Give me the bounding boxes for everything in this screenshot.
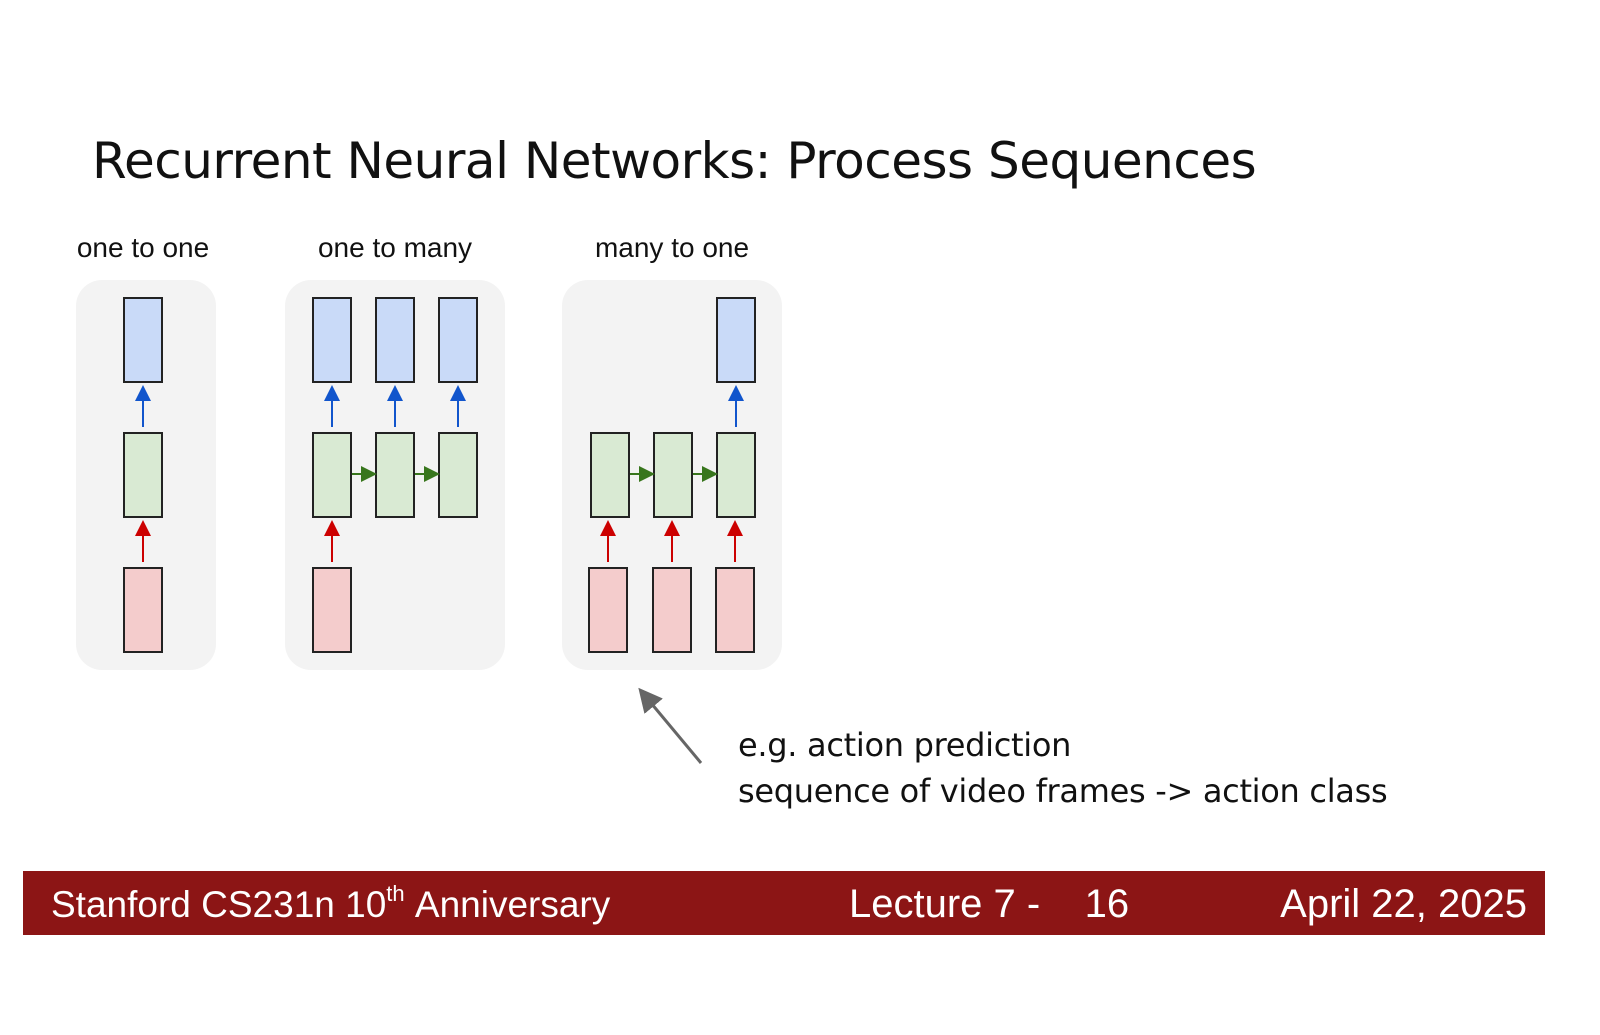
output-box <box>123 297 163 383</box>
slide-title: Recurrent Neural Networks: Process Seque… <box>92 132 1257 190</box>
footer-lecture: Lecture 7 - 16 <box>849 882 1130 926</box>
footer-course-sup: th <box>386 881 405 906</box>
input-box <box>715 567 755 653</box>
footer-date: April 22, 2025 <box>1280 882 1527 926</box>
footer-course-name: Stanford CS231n 10 <box>51 884 387 925</box>
output-box <box>312 297 352 383</box>
input-box <box>123 567 163 653</box>
annotation-line-1: e.g. action prediction <box>738 726 1072 764</box>
input-box <box>312 567 352 653</box>
panel-label-one-to-one: one to one <box>76 232 210 263</box>
output-box <box>716 297 756 383</box>
annotation-line-2: sequence of video frames -> action class <box>738 772 1388 810</box>
input-box <box>588 567 628 653</box>
hidden-box <box>312 432 352 518</box>
hidden-box <box>716 432 756 518</box>
hidden-box <box>653 432 693 518</box>
hidden-box <box>123 432 163 518</box>
hidden-box <box>438 432 478 518</box>
footer-bar: Stanford CS231n 10th Anniversary Lecture… <box>23 871 1545 935</box>
panel-label-many-to-one: many to one <box>594 232 750 263</box>
annotation-pointer-arrow <box>638 687 703 764</box>
output-box <box>438 297 478 383</box>
footer-course-suffix: Anniversary <box>406 884 611 925</box>
footer-course: Stanford CS231n 10th Anniversary <box>51 881 610 926</box>
input-box <box>652 567 692 653</box>
output-box <box>375 297 415 383</box>
panel-label-one-to-many: one to many <box>317 232 473 263</box>
hidden-box <box>375 432 415 518</box>
hidden-box <box>590 432 630 518</box>
